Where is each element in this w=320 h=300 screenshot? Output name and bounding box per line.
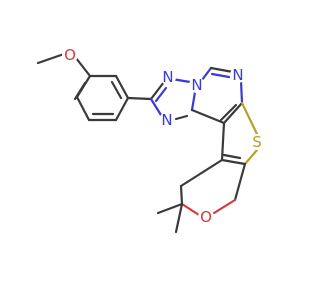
bond-pyran-1	[233, 162, 247, 202]
bond-ar-5	[114, 74, 130, 100]
bond-c2-n1-inner	[154, 86, 168, 103]
bond-methyl-1	[156, 202, 184, 215]
bond-ch-n3	[209, 66, 235, 74]
bond-aryl-triazole	[126, 96, 153, 101]
atom-n1: N	[162, 68, 173, 86]
atom-n3: N	[232, 66, 243, 84]
atom-n2: N	[191, 76, 202, 94]
bond-s-c	[243, 148, 259, 166]
bond-c-c-thio-inner	[219, 103, 238, 122]
bond-c-s	[240, 101, 259, 136]
bond-c-c-thio2-inner	[222, 153, 242, 160]
bond-c-c-thio	[222, 101, 244, 125]
atom-o-methoxy: O	[64, 46, 76, 64]
bond-ar-5-inner	[110, 80, 123, 100]
bond-thio-fuse	[220, 121, 226, 162]
bond-pyr-fuse	[190, 108, 226, 125]
bond-methyl-o	[36, 52, 66, 65]
bond-ch-n3-inner	[210, 72, 231, 79]
bond-pyran-2	[212, 198, 237, 215]
bond-pyran-5	[179, 158, 224, 188]
bond-methyl-2	[174, 202, 184, 234]
bond-ar-4	[114, 96, 130, 122]
bond-c-c-thio2	[220, 158, 247, 166]
bond-n2-ch	[200, 66, 213, 82]
bond-c-n4	[174, 114, 189, 121]
bond-ar-2	[75, 95, 91, 122]
atom-o-pyran: O	[200, 208, 212, 226]
bond-n2-c	[190, 90, 197, 112]
bond-o-aryl	[74, 56, 92, 78]
bond-n4-c2	[149, 97, 163, 117]
molecule-structure: O N N N N S O	[36, 46, 262, 234]
bond-c2-n1	[149, 80, 166, 101]
atom-n4: N	[161, 111, 172, 129]
bond-pyran-4	[179, 184, 184, 206]
bond-pyran-3	[180, 202, 201, 217]
atom-s: S	[252, 133, 262, 151]
bond-n3-c	[239, 79, 244, 105]
